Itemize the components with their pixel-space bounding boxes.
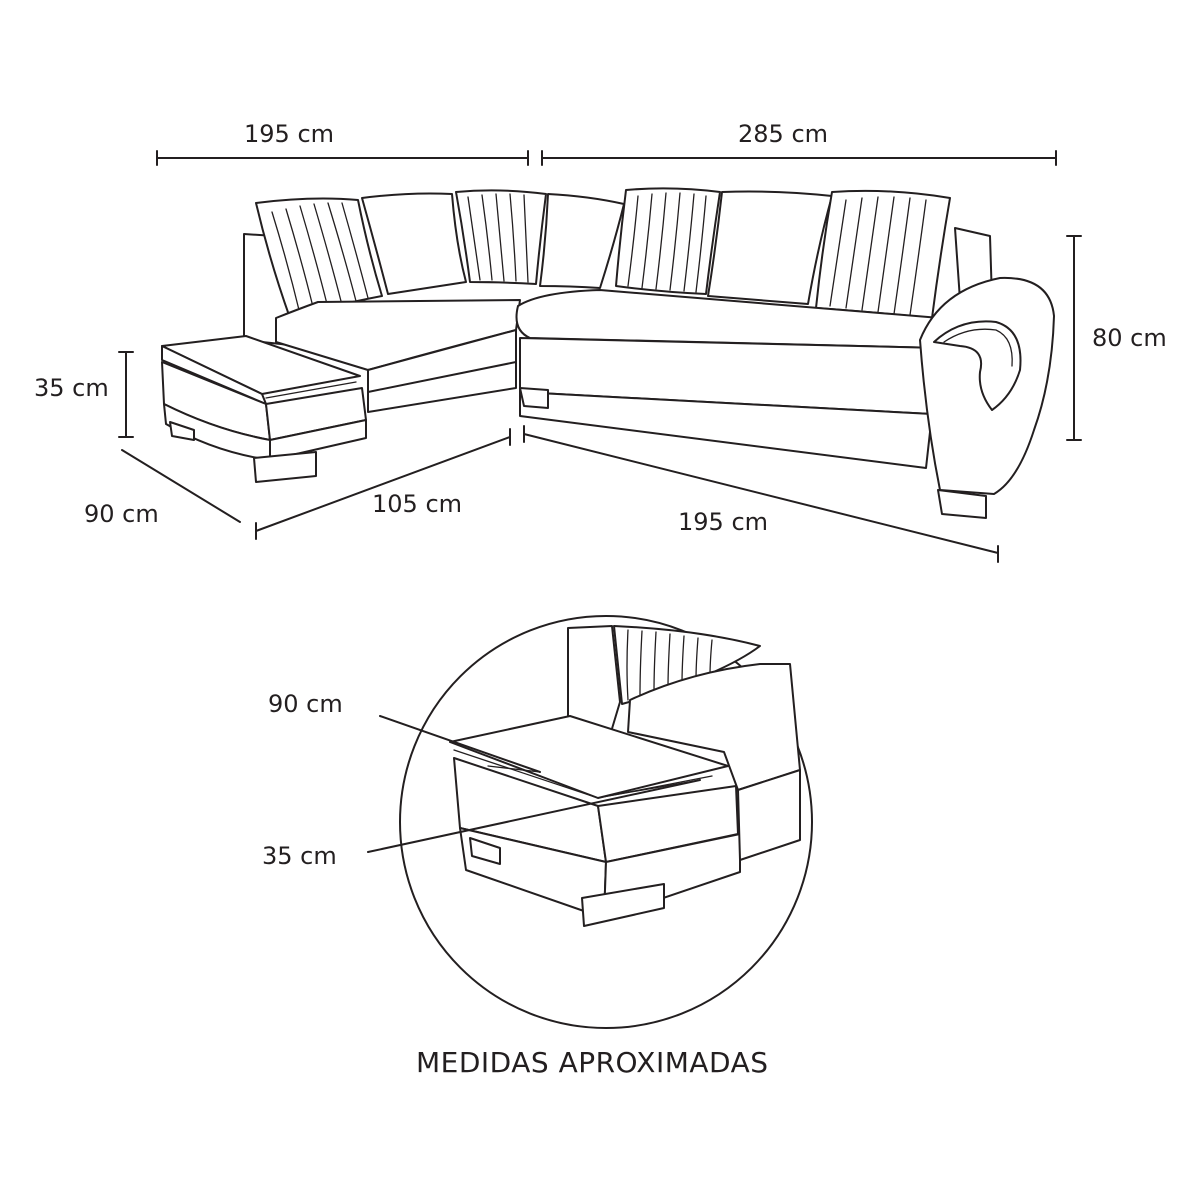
corner-sofa	[161, 187, 1055, 519]
right-base-lower	[519, 391, 933, 469]
dim-front-right-width: 195 cm	[678, 508, 769, 536]
dim-chaise-depth: 90 cm	[84, 500, 159, 528]
caption-approximate-measures: MEDIDAS APROXIMADAS	[416, 1046, 769, 1079]
ottoman-lower-side	[269, 419, 367, 461]
dim-chaise-height: 35 cm	[34, 374, 109, 402]
zoom-circle	[399, 615, 813, 1029]
dim-top-right-width: 285 cm	[738, 120, 829, 148]
detail-zoom	[367, 615, 813, 1029]
ottoman-foot	[169, 421, 195, 441]
detail-label-lower: 35 cm	[262, 842, 337, 870]
back-cushions	[255, 187, 951, 319]
dim-front-left-width: 105 cm	[372, 490, 463, 518]
detail-foot	[469, 837, 501, 865]
striped-cushion	[615, 187, 721, 295]
plain-cushion	[539, 193, 625, 289]
pointer-line-lower	[367, 779, 701, 853]
sofa-foot	[937, 489, 987, 519]
dim-height: 80 cm	[1092, 324, 1167, 352]
dimension-lines	[118, 150, 1082, 563]
striped-cushion	[255, 197, 383, 319]
ottoman-foot	[253, 451, 317, 483]
detail-foot	[581, 883, 665, 927]
armrest-scroll	[933, 320, 1022, 411]
detail-base-right	[737, 769, 801, 861]
striped-cushion	[455, 189, 547, 285]
plain-cushion	[707, 190, 833, 305]
pointer-line-upper	[379, 715, 541, 773]
chaise-base-front	[367, 329, 517, 413]
plain-cushion	[361, 192, 467, 295]
sofa-foot	[519, 387, 549, 409]
detail-label-upper: 90 cm	[268, 690, 343, 718]
striped-cushion	[815, 189, 951, 319]
dim-top-left-width: 195 cm	[244, 120, 335, 148]
detail-ottoman-top	[449, 715, 729, 799]
